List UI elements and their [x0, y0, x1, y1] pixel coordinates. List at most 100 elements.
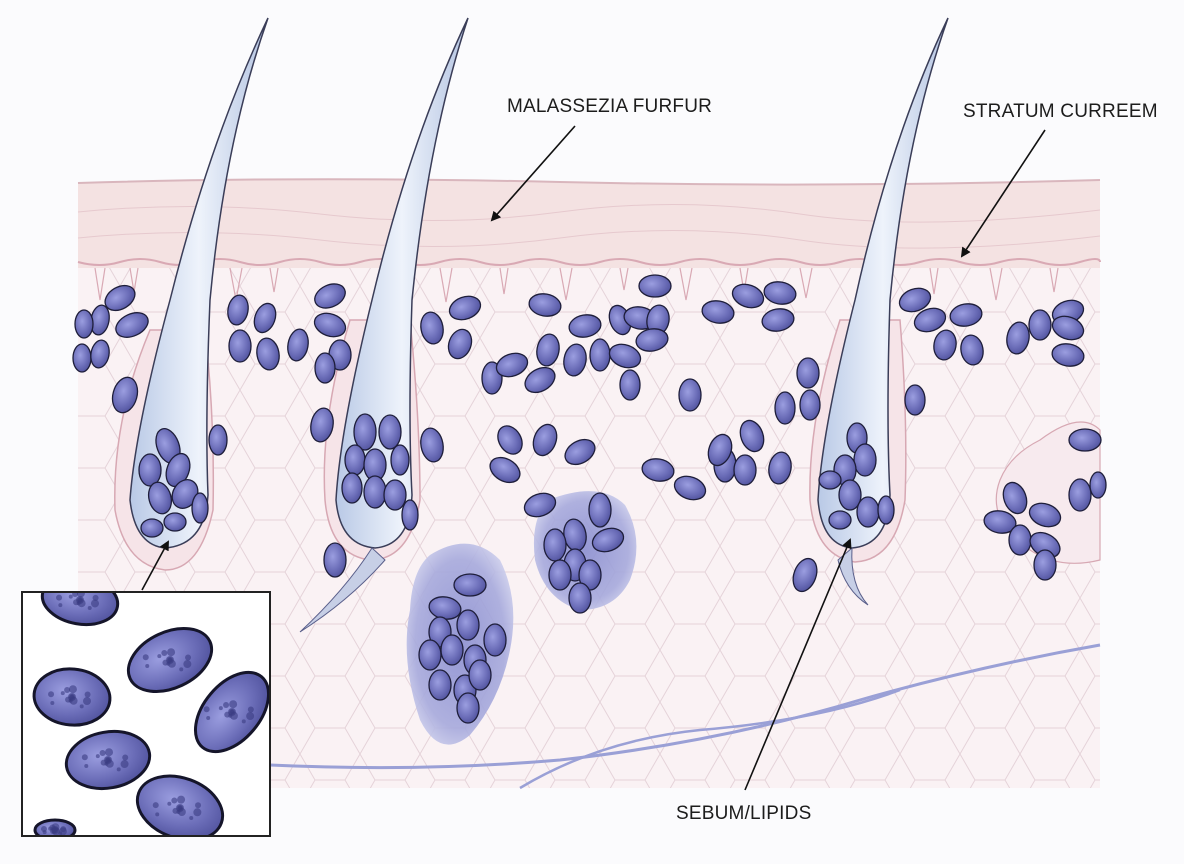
yeast-cell: [456, 609, 480, 641]
cell-speckle: [56, 594, 63, 601]
yeast-cell: [523, 492, 557, 518]
yeast-cell: [949, 303, 983, 327]
yeast-cell: [731, 283, 765, 309]
arrow-icon: [490, 125, 576, 222]
cell-speckle: [87, 605, 92, 610]
yeast-cell: [363, 475, 387, 509]
yeast-cell: [608, 343, 642, 369]
annotation-arrows: [141, 125, 1046, 791]
yeast-cell: [960, 334, 984, 366]
cell-speckle: [42, 830, 47, 835]
yeast-cell: [641, 458, 675, 482]
cell-speckle: [95, 754, 100, 759]
yeast-cell: [1028, 502, 1062, 528]
yeast-cell: [72, 343, 92, 373]
cell-speckle: [64, 687, 71, 694]
cell-speckle: [247, 706, 254, 713]
cell-speckle: [68, 685, 77, 694]
cell-speckle: [218, 706, 223, 711]
yeast-cell: [933, 329, 957, 361]
yeast-cell: [483, 623, 507, 657]
yeast-cell: [310, 407, 334, 443]
yeast-cell: [456, 692, 480, 724]
cell-speckle: [142, 654, 149, 661]
yeast-cell: [495, 352, 529, 378]
yeast-cell: [568, 582, 592, 614]
cell-speckle: [189, 815, 194, 820]
yeast-cell: [140, 518, 164, 538]
cell-speckle: [183, 660, 192, 669]
yeast-cell: [792, 557, 818, 593]
cell-speckle: [69, 696, 78, 705]
cell-speckle: [179, 667, 184, 672]
magnified-inset: [21, 591, 271, 837]
yeast-cell: [543, 528, 567, 562]
arrow-icon: [744, 538, 852, 791]
cell-speckle: [81, 754, 88, 761]
yeast-cell: [401, 499, 419, 531]
yeast-cell: [1028, 309, 1052, 341]
cell-speckle: [155, 812, 160, 817]
cell-speckle: [48, 691, 55, 698]
yeast-cell: [344, 444, 366, 476]
yeast-cell: [323, 542, 347, 578]
yeast-cell: [1089, 471, 1107, 499]
cell-speckle: [171, 797, 178, 804]
yeast-cell: [111, 376, 139, 414]
cell-speckle: [120, 760, 129, 769]
yeast-cell: [138, 453, 162, 487]
yeast-cell: [856, 496, 880, 528]
yeast-cell: [589, 338, 611, 372]
cell-speckle: [51, 827, 60, 835]
yeast-cell: [1008, 524, 1032, 556]
yeast-cell: [588, 492, 612, 528]
cell-speckle: [193, 808, 202, 817]
yeast-cell: [191, 492, 209, 524]
cell-speckle: [90, 599, 99, 608]
yeast-cell: [163, 512, 187, 532]
yeast-cell: [1006, 321, 1030, 355]
yeast-cell: [440, 634, 464, 666]
cell-speckle: [167, 659, 176, 668]
yeast-cell: [489, 456, 521, 484]
yeast-cell: [256, 337, 280, 371]
yeast-cell: [420, 311, 444, 345]
yeast-cell: [314, 283, 346, 309]
yeast-cell: [390, 444, 410, 476]
cell-speckle: [68, 594, 73, 599]
cell-speckle: [157, 654, 162, 659]
cell-speckle: [60, 826, 67, 833]
yeast-cell: [104, 284, 136, 312]
yeast-cell: [74, 309, 94, 339]
yeast-cell: [763, 281, 797, 305]
cell-speckle: [223, 702, 230, 709]
yeast-cell: [453, 573, 487, 597]
yeast-cell: [563, 343, 587, 377]
cell-speckle: [195, 802, 202, 809]
cell-speckle: [161, 650, 168, 657]
cell-speckle: [241, 719, 246, 724]
cell-speckle: [203, 706, 210, 713]
yeast-cell: [253, 302, 277, 334]
yeast-cell: [353, 413, 377, 451]
cell-speckle: [167, 648, 176, 657]
cell-speckle: [72, 593, 79, 598]
yeast-cell: [418, 639, 442, 671]
yeast-cell: [619, 369, 641, 401]
yeast-cell: [532, 423, 558, 457]
cell-speckle: [105, 748, 114, 757]
yeast-cell: [799, 389, 821, 421]
cell-speckle: [84, 691, 91, 698]
yeast-cell: [313, 312, 347, 338]
cell-speckle: [99, 750, 106, 757]
yeast-cell: [497, 425, 523, 455]
yeast-cell: [147, 481, 173, 515]
yeast-cell: [314, 352, 336, 384]
cell-speckle: [206, 716, 211, 721]
yeast-cell: [447, 328, 473, 360]
cell-speckle: [177, 795, 186, 804]
yeast-cell: [898, 287, 932, 313]
yeast-cell: [828, 510, 852, 530]
yeast-cell: [678, 378, 702, 412]
yeast-cell: [448, 295, 482, 321]
